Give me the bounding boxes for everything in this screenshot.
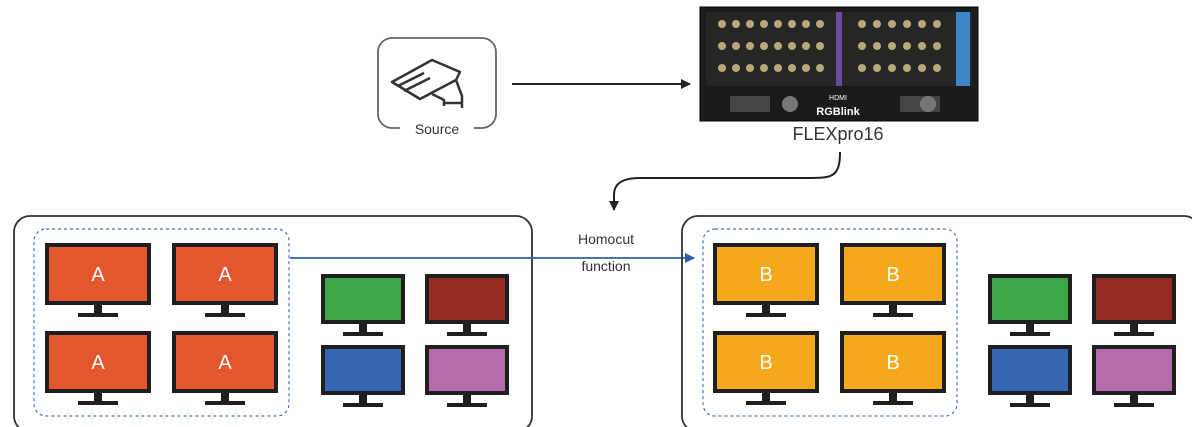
monitor-screen xyxy=(49,335,147,389)
monitor-label: B xyxy=(759,264,772,286)
monitor-screen xyxy=(992,278,1068,320)
monitor-screen xyxy=(844,247,942,301)
monitor-label: A xyxy=(218,352,232,374)
monitor-screen xyxy=(176,247,274,301)
left_group-main-monitor-3: A xyxy=(45,331,151,405)
monitor-screen xyxy=(1096,278,1172,320)
right_group-side-monitor-4 xyxy=(1092,345,1176,407)
cctv-camera-icon xyxy=(390,58,464,108)
monitor-screen xyxy=(429,278,505,320)
monitor-screen xyxy=(844,335,942,389)
right_group-side-monitor-2 xyxy=(1092,274,1176,336)
monitor-screen xyxy=(717,335,815,389)
right-wall-container xyxy=(681,215,1192,427)
monitor-label: B xyxy=(759,352,772,374)
device-label: FLEXpro16 xyxy=(792,124,883,144)
left_group-side-monitor-4 xyxy=(425,345,509,407)
monitor-label: B xyxy=(886,352,899,374)
monitor-screen xyxy=(176,335,274,389)
monitor-screen xyxy=(717,247,815,301)
left_group-main-monitor-1: A xyxy=(45,243,151,317)
left_group-side-monitor-1 xyxy=(321,274,405,336)
monitor-label: A xyxy=(218,264,232,286)
right_group-main-monitor-2: B xyxy=(840,243,946,317)
hdmi-logo-text: HDMI xyxy=(829,95,847,102)
right_group-main-monitor-1: B xyxy=(713,243,819,317)
right_group-main-monitor-4: B xyxy=(840,331,946,405)
left-wall-container xyxy=(13,215,533,427)
monitor-label: B xyxy=(886,264,899,286)
left-selection-box xyxy=(33,228,290,417)
left_group-main-monitor-2: A xyxy=(172,243,278,317)
right_group-main-monitor-3: B xyxy=(713,331,819,405)
left_group-main-monitor-4: A xyxy=(172,331,278,405)
source-label: Source xyxy=(415,121,460,137)
right-selection-box xyxy=(702,228,958,417)
monitor-screen xyxy=(49,247,147,301)
output-arrow xyxy=(609,151,841,211)
right_group-side-monitor-1 xyxy=(988,274,1072,336)
homocut-line2: function xyxy=(581,258,630,274)
monitor-label: A xyxy=(91,352,105,374)
monitor-label: A xyxy=(91,264,105,286)
monitor-screen xyxy=(429,349,505,391)
source-node: Source xyxy=(377,37,497,140)
left_group-side-monitor-2 xyxy=(425,274,509,336)
left_group-side-monitor-3 xyxy=(321,345,405,407)
monitor-screen xyxy=(992,349,1068,391)
monitor-screen xyxy=(1096,349,1172,391)
homocut-line1: Homocut xyxy=(578,231,634,247)
right_group-side-monitor-3 xyxy=(988,345,1072,407)
device-brand: RGBlink xyxy=(816,106,860,118)
monitor-screen xyxy=(325,278,401,320)
flexpro16-device: HDMI RGBlink xyxy=(699,6,979,122)
monitor-screen xyxy=(325,349,401,391)
